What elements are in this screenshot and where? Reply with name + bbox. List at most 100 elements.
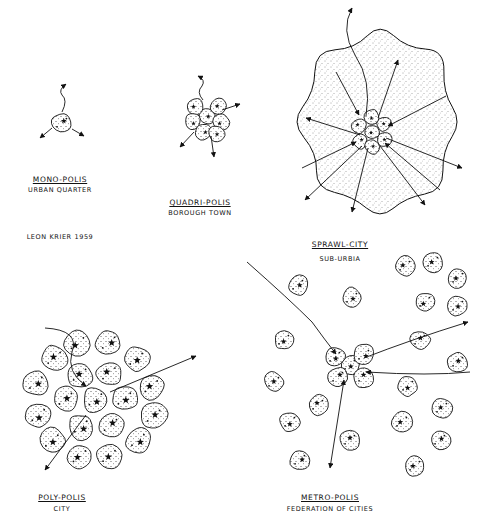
square-dot — [354, 435, 356, 437]
centre-star — [355, 123, 359, 127]
movement-arrow — [336, 72, 359, 115]
form-title: POLY-POLIS — [37, 493, 87, 502]
square-dot — [71, 393, 73, 395]
centre-star — [455, 303, 461, 309]
centre-star — [103, 368, 110, 375]
square-dot — [129, 392, 131, 394]
square-dot — [66, 118, 68, 120]
centre-star — [455, 358, 461, 364]
movement-arrow — [388, 96, 446, 126]
movement-arrow — [305, 146, 362, 200]
centre-star — [281, 339, 287, 345]
centre-star — [217, 121, 222, 126]
centre-star — [405, 385, 411, 391]
quarter-blob — [125, 428, 150, 453]
centre-star — [137, 438, 144, 445]
centre-star — [63, 395, 70, 402]
square-dot — [356, 293, 358, 295]
centre-star — [382, 122, 386, 126]
movement-arrow — [380, 146, 425, 205]
square-dot — [436, 411, 438, 413]
square-dot — [59, 352, 61, 354]
centre-star — [134, 356, 141, 363]
centre-star — [215, 104, 220, 109]
centre-star — [80, 425, 88, 432]
square-dot — [339, 352, 341, 354]
square-dot — [278, 343, 280, 345]
quarter-blob — [140, 375, 164, 400]
centre-star — [105, 453, 113, 460]
quarter-blob — [70, 416, 93, 441]
centre-star — [71, 341, 79, 348]
centre-star — [146, 383, 153, 390]
centre-star — [50, 353, 58, 360]
square-dot — [302, 280, 304, 282]
centre-star — [75, 370, 83, 377]
square-dot — [129, 363, 131, 365]
quarter-blob — [423, 253, 443, 273]
movement-arrow — [364, 322, 468, 358]
square-dot — [57, 434, 59, 436]
square-dot — [452, 365, 454, 367]
centre-star — [109, 419, 116, 426]
centre-star — [206, 114, 211, 119]
quarter-blob — [113, 387, 138, 409]
quarter-blob — [264, 371, 284, 391]
movement-arrow — [386, 138, 462, 168]
square-dot — [47, 362, 49, 364]
square-dot — [294, 417, 296, 419]
movement-arrow — [45, 415, 86, 470]
centre-star — [299, 457, 305, 463]
centre-star — [397, 419, 403, 425]
form-title: QUADRI-POLIS — [168, 198, 231, 207]
square-dot — [412, 381, 414, 383]
form-title: METRO-POLIS — [300, 493, 360, 502]
square-dot — [409, 469, 411, 471]
centre-star — [297, 282, 303, 288]
quarter-blob — [290, 451, 310, 470]
quarter-blob — [187, 99, 203, 115]
quarter-blob — [326, 348, 346, 366]
square-dot — [147, 420, 149, 422]
square-dot — [84, 450, 86, 452]
square-dot — [89, 404, 91, 406]
quarter-blob — [141, 403, 168, 428]
square-dot — [116, 419, 118, 421]
square-dot — [143, 434, 145, 436]
movement-arrow — [347, 8, 368, 116]
centre-star — [287, 421, 293, 427]
square-dot — [396, 425, 398, 427]
quarter-blob — [289, 275, 308, 296]
square-dot — [144, 391, 146, 393]
square-dot — [444, 435, 446, 437]
centre-star — [35, 380, 42, 387]
centre-star — [49, 438, 56, 445]
square-dot — [414, 343, 416, 345]
square-dot — [452, 309, 454, 311]
centre-star — [361, 372, 367, 378]
quarter-blob — [275, 331, 293, 349]
form-title: SPRAWL-CITY — [311, 240, 369, 249]
quarter-blob — [448, 269, 466, 289]
square-dot — [409, 261, 411, 263]
square-dot — [462, 357, 464, 359]
centre-star — [438, 404, 444, 410]
square-dot — [71, 347, 73, 349]
square-dot — [332, 380, 334, 382]
quarter-blob — [99, 413, 124, 436]
square-dot — [31, 419, 33, 421]
quarter-blob — [354, 368, 374, 388]
centre-star — [453, 275, 459, 281]
centre-star — [333, 356, 339, 362]
square-dot — [45, 445, 47, 447]
centre-star — [350, 296, 356, 302]
quarter-blob — [42, 345, 68, 370]
square-dot — [329, 360, 331, 362]
movement-arrow — [247, 262, 336, 354]
centre-star — [359, 137, 363, 141]
square-dot — [102, 460, 104, 462]
centre-star — [151, 411, 159, 418]
square-dot — [86, 420, 88, 422]
square-dot — [278, 377, 280, 379]
square-dot — [102, 347, 104, 349]
